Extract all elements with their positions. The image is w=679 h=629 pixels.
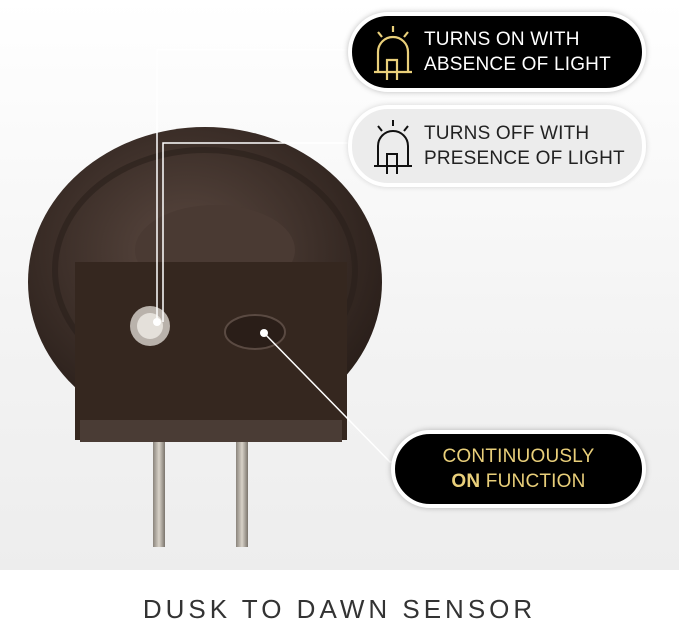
light-bulb-on-icon [374,26,412,80]
plug-prong-right [236,425,248,547]
on-button [224,314,286,350]
night-light-device [28,127,382,547]
callout-continuous-line1: CONTINUOUSLY [442,446,595,467]
product-image [28,127,382,547]
callout-off-line1: TURNS OFF WITH [424,123,590,144]
callout-on-line2: ABSENCE OF LIGHT [424,54,611,75]
callout-on-line1: TURNS ON WITH [424,29,580,50]
callout-continuous-on: CONTINUOUSLY ON FUNCTION [391,430,646,508]
callout-off-line2: PRESENCE OF LIGHT [424,148,625,169]
plug-prong-left [153,425,165,547]
callout-turns-off: TURNS OFF WITH PRESENCE OF LIGHT [348,105,646,187]
light-bulb-off-icon [374,120,412,174]
callout-continuous-bold: ON [451,471,481,492]
callout-turns-on: TURNS ON WITH ABSENCE OF LIGHT [348,12,646,92]
callout-continuous-rest: FUNCTION [485,471,586,492]
page-title: DUSK TO DAWN SENSOR [142,594,537,624]
